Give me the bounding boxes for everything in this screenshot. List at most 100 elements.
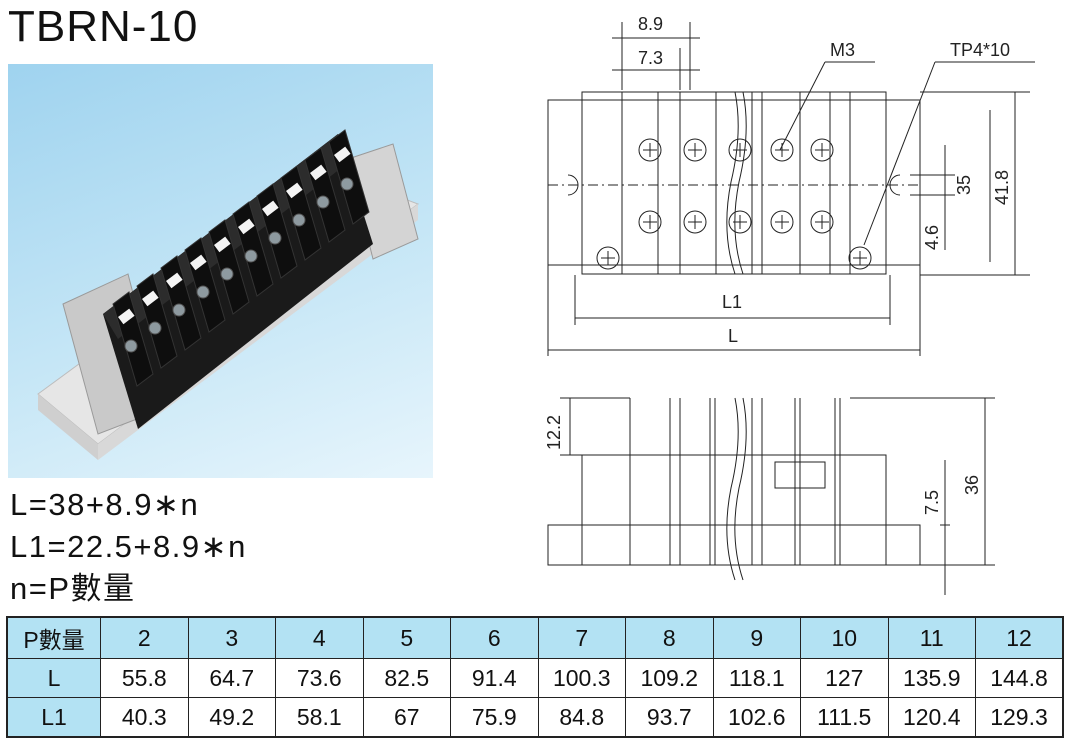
- screw-head: [810, 138, 834, 162]
- screw-slot: [688, 215, 702, 229]
- screw-head: [728, 210, 752, 234]
- screw-size-label: M3: [830, 40, 855, 60]
- dimension-table: P數量 2 3 4 5 6 7 8 9 10 11 12 L 55.8 64.7…: [6, 616, 1064, 738]
- screw-head: [683, 138, 707, 162]
- screw-head: [638, 210, 662, 234]
- side-view: 12.2 7.5 36: [544, 397, 995, 595]
- terminal-block-illustration: [37, 129, 420, 460]
- table-cell: 100.3: [537, 658, 626, 698]
- screw-slot: [688, 143, 702, 157]
- table-cell: 55.8: [100, 658, 189, 698]
- table-cell: 91.4: [450, 658, 539, 698]
- screw-slot: [733, 143, 747, 157]
- table-cell: 8: [625, 616, 714, 659]
- screw-slot: [815, 143, 829, 157]
- table-cell: 127: [800, 658, 889, 698]
- table-cell: 75.9: [450, 697, 539, 738]
- table-cell: 129.3: [975, 697, 1064, 738]
- terminal-marker: [238, 218, 255, 235]
- dim-36-label: 36: [962, 475, 982, 495]
- screw-head: [683, 210, 707, 234]
- screw-head: [810, 210, 834, 234]
- screw-slot: [815, 215, 829, 229]
- table-cell: 5: [362, 616, 451, 659]
- tap-size-label: TP4*10: [950, 40, 1010, 60]
- formula-l: L=38+8.9∗n: [10, 487, 200, 522]
- table-cell: 9: [712, 616, 801, 659]
- table-cell: 93.7: [625, 697, 714, 738]
- technical-drawing: 8.9 7.3 M3 TP4*10 35 41.8 4.6 L1 L: [544, 14, 1035, 595]
- table-cell: 120.4: [887, 697, 976, 738]
- dim-pitch-label: 8.9: [638, 14, 663, 34]
- terminal-marker: [118, 308, 135, 325]
- dim-35-label: 35: [954, 175, 974, 195]
- table-cell: 102.6: [712, 697, 801, 738]
- dim-l-label: L: [728, 326, 738, 346]
- table-cell: 6: [450, 616, 539, 659]
- table-cell: 12: [975, 616, 1064, 659]
- table-cell: 4: [275, 616, 364, 659]
- terminal-screw: [340, 177, 354, 191]
- terminal-marker: [190, 254, 207, 271]
- terminal-screw: [316, 195, 330, 209]
- terminal-screw: [172, 303, 186, 317]
- table-cell: 2: [100, 616, 189, 659]
- terminal-screw: [124, 339, 138, 353]
- terminal-marker: [166, 272, 183, 289]
- dim-41-8-label: 41.8: [992, 170, 1012, 205]
- terminal-marker: [214, 236, 231, 253]
- table-cell: 10: [800, 616, 889, 659]
- table-cell: 144.8: [975, 658, 1064, 698]
- table-cell: 40.3: [100, 697, 189, 738]
- table-row: P數量 2 3 4 5 6 7 8 9 10 11 12: [6, 616, 1064, 659]
- product-photo: [8, 64, 433, 478]
- product-title: TBRN-10: [8, 2, 199, 51]
- terminal-marker: [310, 164, 327, 181]
- table-cell: 109.2: [625, 658, 714, 698]
- table-cell: 49.2: [187, 697, 276, 738]
- row-header-p: P數量: [6, 616, 101, 659]
- terminal-marker: [334, 146, 351, 163]
- dim-12-2-label: 12.2: [544, 415, 564, 450]
- formula-n: n=P數量: [10, 571, 136, 606]
- terminal-screw: [268, 231, 282, 245]
- terminal-marker: [286, 182, 303, 199]
- table-cell: 7: [537, 616, 626, 659]
- screw-head: [638, 138, 662, 162]
- table-cell: 58.1: [275, 697, 364, 738]
- table-cell: 82.5: [362, 658, 451, 698]
- table-cell: 11: [887, 616, 976, 659]
- dim-7-5-label: 7.5: [922, 490, 942, 515]
- table-cell: 64.7: [187, 658, 276, 698]
- terminal-marker: [262, 200, 279, 217]
- terminal-screw: [244, 249, 258, 263]
- table-cell: 111.5: [800, 697, 889, 738]
- terminal-screw: [148, 321, 162, 335]
- terminal-marker: [142, 290, 159, 307]
- screw-head: [770, 210, 794, 234]
- dim-gap-label: 7.3: [638, 48, 663, 68]
- table-cell: 3: [187, 616, 276, 659]
- screw-head: [728, 138, 752, 162]
- formula-l1: L1=22.5+8.9∗n: [10, 529, 247, 564]
- table-row: L1 40.3 49.2 58.1 67 75.9 84.8 93.7 102.…: [6, 697, 1064, 738]
- dim-4-6-label: 4.6: [922, 225, 942, 250]
- row-header-l1: L1: [6, 697, 101, 738]
- table-cell: 118.1: [712, 658, 801, 698]
- table-row: L 55.8 64.7 73.6 82.5 91.4 100.3 109.2 1…: [6, 658, 1064, 698]
- row-header-l: L: [6, 658, 101, 698]
- dim-l1-label: L1: [722, 292, 742, 312]
- table-cell: 73.6: [275, 658, 364, 698]
- table-cell: 135.9: [887, 658, 976, 698]
- terminal-screw: [292, 213, 306, 227]
- top-view: 8.9 7.3 M3 TP4*10 35 41.8 4.6 L1 L: [547, 14, 1035, 356]
- table-cell: 84.8: [537, 697, 626, 738]
- formula-block: L=38+8.9∗n L1=22.5+8.9∗n n=P數量: [10, 484, 247, 610]
- screw-slot: [733, 215, 747, 229]
- screw-slot: [775, 215, 789, 229]
- screw-slot: [643, 215, 657, 229]
- screw-slot: [643, 143, 657, 157]
- terminal-screw: [220, 267, 234, 281]
- table-cell: 67: [362, 697, 451, 738]
- terminal-screw: [196, 285, 210, 299]
